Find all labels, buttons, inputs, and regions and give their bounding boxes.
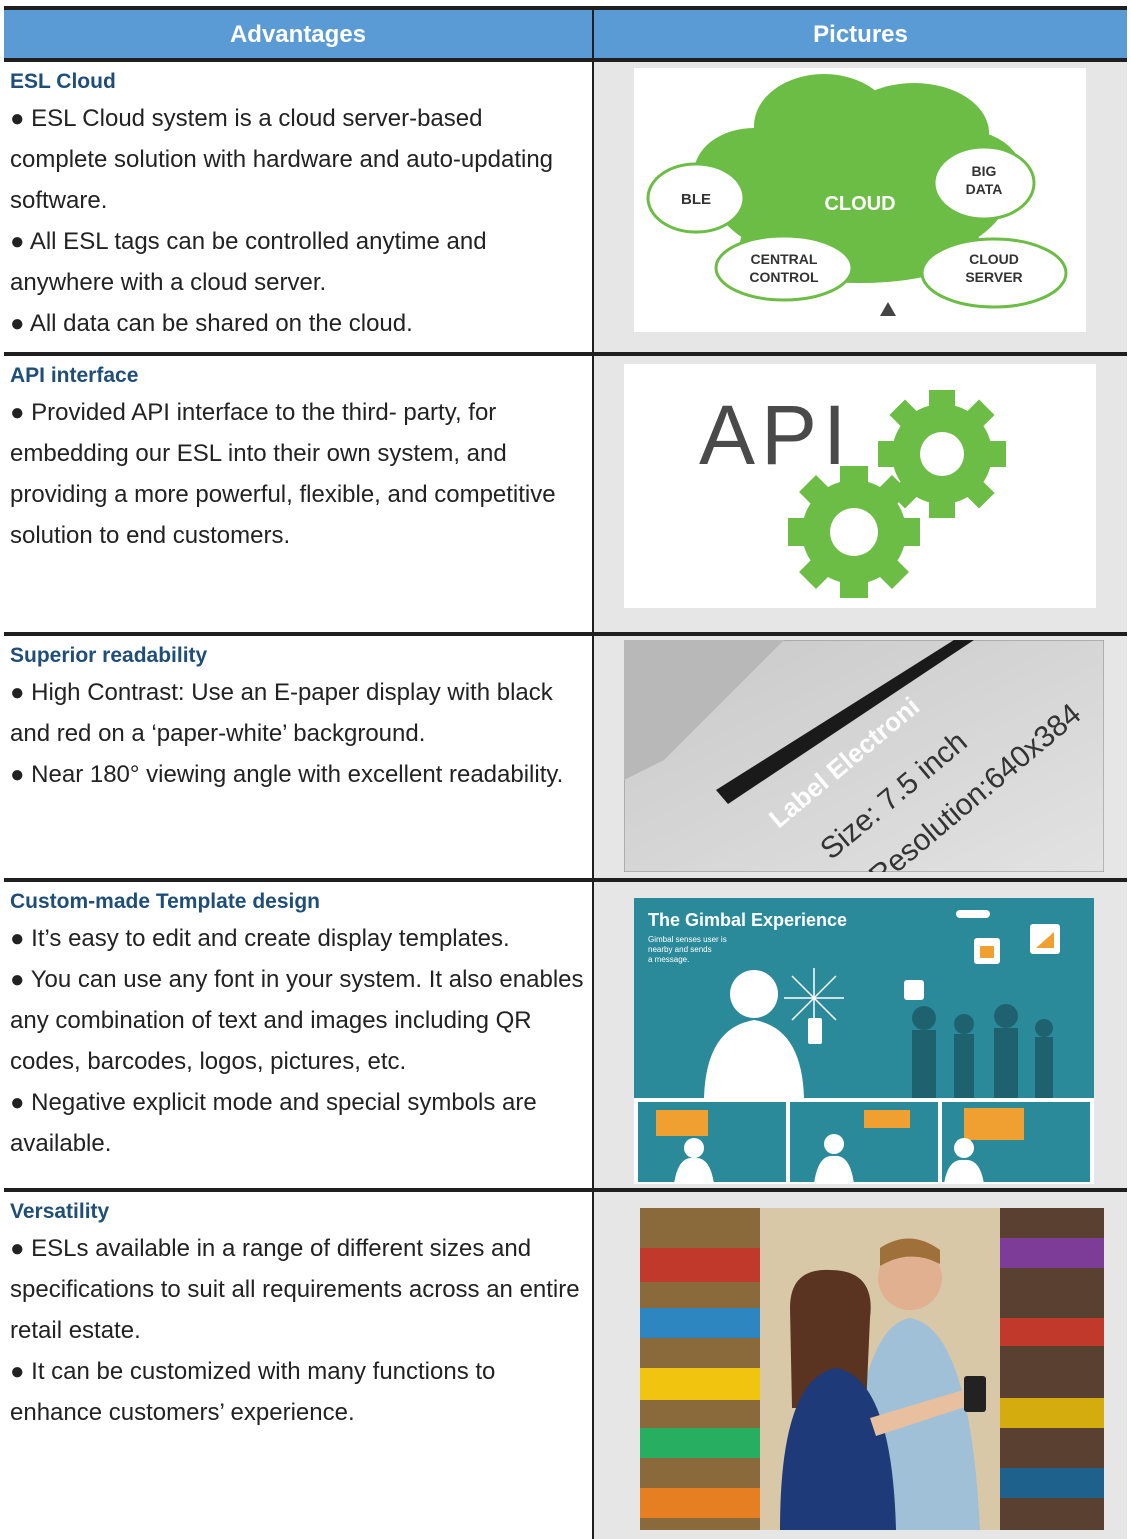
cup-icon [980,946,994,958]
row-title: API interface [10,364,139,387]
header-divider [592,10,594,58]
table-row: Versatility ● ESLs available in a range … [4,1192,1127,1539]
supermarket-photo [640,1208,1104,1530]
bullet-text: ● All ESL tags can be controlled anytime… [10,228,487,296]
table-row: ESL Cloud ● ESL Cloud system is a cloud … [4,62,1127,356]
gimbal-sub-2: nearby and sends [648,945,712,954]
gimbal-title: The Gimbal Experience [648,910,847,930]
gimbal-experience-image: The Gimbal Experience Gimbal senses user… [634,898,1094,1184]
bullet-text: ● All data can be shared on the cloud. [10,310,413,337]
table-header: Advantages Pictures [4,6,1127,62]
row-bullets: ● High Contrast: Use an E-paper display … [10,672,586,795]
ble-label: BLE [681,191,711,208]
bullet-text: ● Negative explicit mode and special sym… [10,1089,537,1157]
row-picture-cell [594,1192,1127,1539]
row-title: Custom-made Template design [10,890,320,913]
row-title: Versatility [10,1200,110,1223]
cloud-label: CLOUD [824,193,895,215]
api-label: API [699,388,852,482]
header-pictures: Pictures [813,21,908,48]
row-divider [4,878,1127,882]
bullet-text: ● Near 180° viewing angle with excellent… [10,761,564,788]
shoe-icon [1036,932,1054,948]
cloud-server-label-2: SERVER [965,269,1022,285]
row-divider [4,632,1127,636]
table-row: API interface ● Provided API interface t… [4,356,1127,636]
row-divider [4,352,1127,356]
phone-icon [964,1376,986,1412]
row-picture-cell: CLOUD BLE BIG DATA CENTRAL CONTROL CLOUD… [594,62,1127,352]
gimbal-sub-3: a message. [648,955,689,964]
gimbal-sub-1: Gimbal senses user is [648,935,727,944]
bullet-text: ● ESL Cloud system is a cloud server-bas… [10,105,554,214]
cloud-diagram-image: CLOUD BLE BIG DATA CENTRAL CONTROL CLOUD… [634,68,1086,332]
row-divider [4,1188,1127,1192]
row-bullets: ● Provided API interface to the third- p… [10,392,586,556]
row-picture-cell: The Gimbal Experience Gimbal senses user… [594,882,1127,1188]
column-divider [592,1192,594,1539]
data-label: DATA [966,181,1003,197]
central-label: CENTRAL [751,251,818,267]
bullet-text: ● You can use any font in your system. I… [10,966,584,1075]
control-label: CONTROL [749,269,819,285]
row-text-cell: Superior readability ● High Contrast: Us… [4,636,592,878]
shoppers-silhouette [780,1238,986,1530]
row-picture-cell: Label Electroni Size: 7.5 inch Resolutio… [594,636,1127,878]
column-divider [592,62,594,352]
table-row: Superior readability ● High Contrast: Us… [4,636,1127,882]
triangle-icon [880,302,896,316]
bullet-text: ● It’s easy to edit and create display t… [10,925,510,952]
phone-icon [808,1018,822,1044]
bullet-text: ● ESLs available in a range of different… [10,1235,580,1344]
api-gears-image: API [624,364,1096,608]
row-title: Superior readability [10,644,208,667]
row-bullets: ● It’s easy to edit and create display t… [10,918,586,1164]
cloud-server-label-1: CLOUD [969,251,1019,267]
crowd-silhouette-icon [912,1004,1053,1098]
row-picture-cell: API [594,356,1127,632]
column-divider [592,636,594,878]
epaper-label-image: Label Electroni Size: 7.5 inch Resolutio… [624,640,1104,872]
big-label: BIG [972,163,997,179]
row-text-cell: API interface ● Provided API interface t… [4,356,592,632]
row-bullets: ● ESLs available in a range of different… [10,1228,586,1433]
bullet-text: ● It can be customized with many functio… [10,1358,496,1426]
column-divider [592,882,594,1188]
person-silhouette-icon [704,970,804,1098]
row-title: ESL Cloud [10,70,116,93]
table-row: Custom-made Template design ● It’s easy … [4,882,1127,1192]
row-text-cell: Versatility ● ESLs available in a range … [4,1192,592,1539]
bullet-text: ● High Contrast: Use an E-paper display … [10,679,553,747]
advantages-table: Advantages Pictures ESL Cloud ● ESL Clou… [4,6,1127,1539]
row-bullets: ● ESL Cloud system is a cloud server-bas… [10,98,586,344]
bullet-text: ● Provided API interface to the third- p… [10,399,556,549]
row-text-cell: Custom-made Template design ● It’s easy … [4,882,592,1188]
row-text-cell: ESL Cloud ● ESL Cloud system is a cloud … [4,62,592,352]
header-advantages: Advantages [229,21,367,48]
column-divider [592,356,594,632]
